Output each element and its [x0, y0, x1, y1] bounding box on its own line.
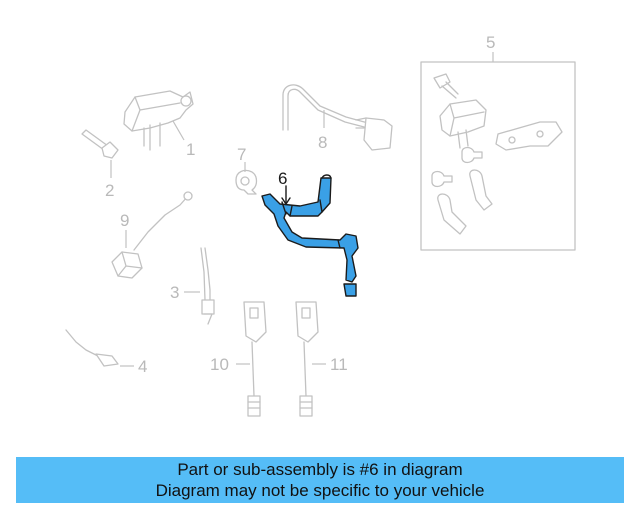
banner-line-2: Diagram may not be specific to your vehi…	[155, 481, 485, 500]
callout-11: 11	[330, 355, 348, 374]
part-2-bolt[interactable]: 2	[81, 129, 119, 200]
callout-5: 5	[486, 33, 495, 52]
part-6-pressure-hose[interactable]: 6	[261, 169, 359, 297]
assembly-box	[420, 61, 576, 251]
part-3-probe[interactable]: 3	[170, 247, 215, 325]
callout-2: 2	[105, 181, 114, 200]
info-banner: Part or sub-assembly is #6 in diagram Di…	[16, 457, 624, 503]
part-5-sensor-assembly[interactable]: 5	[420, 33, 576, 251]
part-4-sensor-wire[interactable]: 4	[65, 329, 147, 376]
callout-10: 10	[210, 355, 229, 374]
callout-3: 3	[170, 283, 179, 302]
callout-8: 8	[318, 133, 327, 152]
part-9-temperature-sensor[interactable]: 9	[111, 191, 193, 279]
callout-9: 9	[120, 211, 129, 230]
callout-6: 6	[278, 169, 287, 188]
part-10-oxygen-sensor[interactable]: 10	[210, 301, 267, 417]
part-8-exhaust-sensor[interactable]: 8	[282, 84, 393, 152]
banner-line-1: Part or sub-assembly is #6 in diagram	[177, 460, 463, 479]
part-7-clamp[interactable]: 7	[235, 145, 258, 195]
callout-4: 4	[138, 357, 147, 376]
part-11-oxygen-sensor[interactable]: 11	[295, 301, 348, 417]
callout-7: 7	[237, 145, 246, 164]
part-1-pressure-sensor[interactable]: 1	[123, 90, 195, 159]
callout-1: 1	[186, 140, 195, 159]
